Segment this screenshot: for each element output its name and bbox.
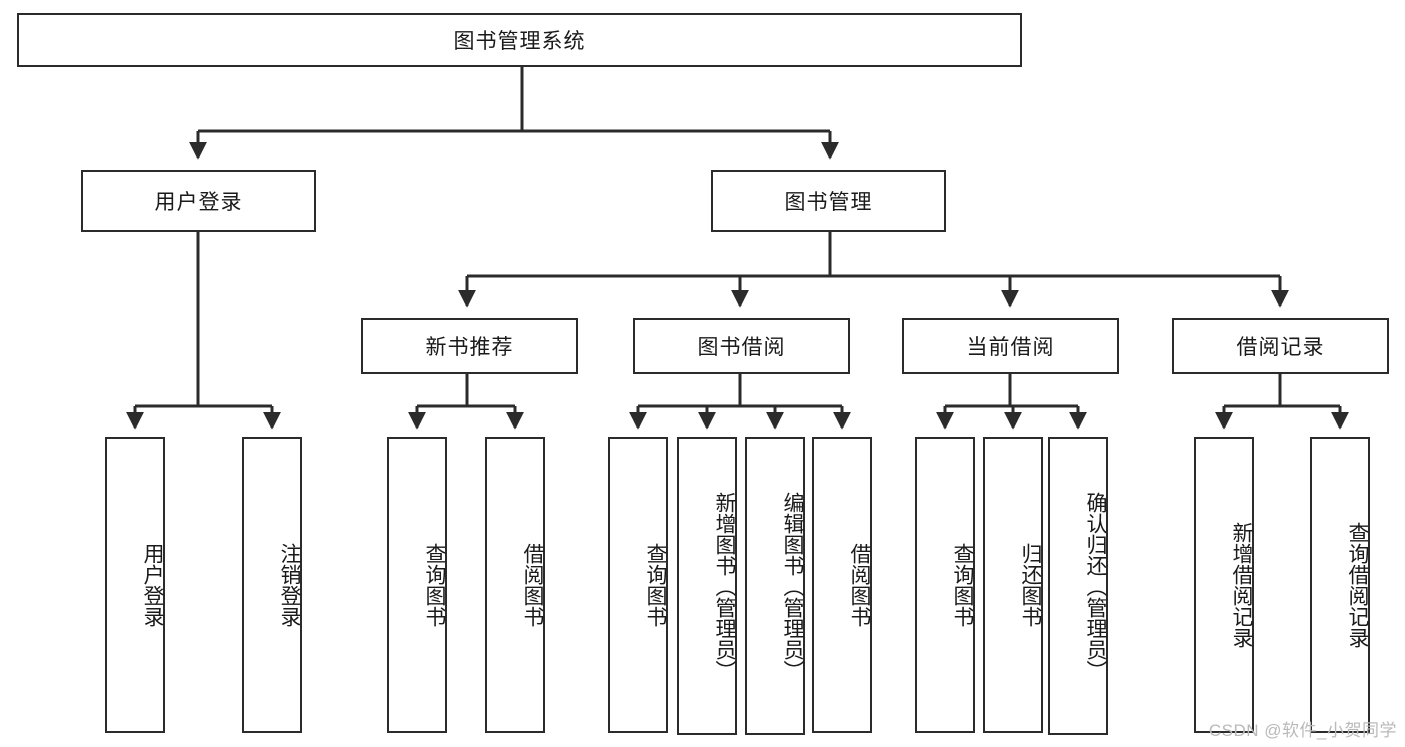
leaf-book-borrow-lend[interactable]: 借阅图书	[812, 437, 872, 733]
node-label: 确认归还（管理员）	[1084, 491, 1107, 681]
leaf-current-borrow-query[interactable]: 查询图书	[915, 437, 975, 733]
node-label: 查询借阅记录	[1346, 522, 1369, 648]
node-current-borrow[interactable]: 当前借阅	[902, 318, 1119, 374]
leaf-borrow-record-query[interactable]: 查询借阅记录	[1310, 437, 1370, 733]
node-label: 查询图书	[951, 543, 974, 627]
node-label: 图书管理	[784, 191, 873, 214]
leaf-user-login-logout[interactable]: 注销登录	[242, 437, 302, 733]
node-label: 新增图书（管理员）	[713, 491, 736, 681]
node-label: 用户登录	[141, 543, 164, 627]
leaf-user-login-login[interactable]: 用户登录	[105, 437, 165, 733]
leaf-new-book-query[interactable]: 查询图书	[387, 437, 447, 733]
node-label: 归还图书	[1019, 543, 1042, 627]
leaf-borrow-record-add[interactable]: 新增借阅记录	[1194, 437, 1254, 733]
node-root-system[interactable]: 图书管理系统	[17, 13, 1022, 67]
node-borrow-record[interactable]: 借阅记录	[1172, 318, 1389, 374]
node-label: 图书管理系统	[453, 30, 586, 53]
node-label: 借阅图书	[521, 543, 544, 627]
node-book-management[interactable]: 图书管理	[711, 170, 946, 232]
leaf-book-borrow-query[interactable]: 查询图书	[608, 437, 668, 733]
leaf-current-borrow-return[interactable]: 归还图书	[983, 437, 1043, 733]
leaf-book-borrow-add[interactable]: 新增图书（管理员）	[677, 437, 737, 735]
watermark: CSDN @软件_小贺同学	[1208, 721, 1397, 740]
node-user-login[interactable]: 用户登录	[81, 170, 316, 232]
node-label: 编辑图书（管理员）	[781, 491, 804, 681]
node-label: 用户登录	[154, 191, 243, 214]
node-label: 查询图书	[423, 543, 446, 627]
node-label: 当前借阅	[966, 336, 1055, 359]
node-label: 查询图书	[644, 543, 667, 627]
node-label: 借阅图书	[848, 543, 871, 627]
node-label: 借阅记录	[1236, 336, 1325, 359]
node-label: 图书借阅	[697, 336, 786, 359]
leaf-current-borrow-confirm[interactable]: 确认归还（管理员）	[1048, 437, 1108, 735]
leaf-new-book-borrow[interactable]: 借阅图书	[485, 437, 545, 733]
leaf-book-borrow-edit[interactable]: 编辑图书（管理员）	[745, 437, 805, 735]
node-new-book-recommend[interactable]: 新书推荐	[361, 318, 578, 374]
node-book-borrow[interactable]: 图书借阅	[633, 318, 850, 374]
node-label: 新增借阅记录	[1230, 522, 1253, 648]
node-label: 新书推荐	[425, 336, 514, 359]
node-label: 注销登录	[278, 543, 301, 627]
